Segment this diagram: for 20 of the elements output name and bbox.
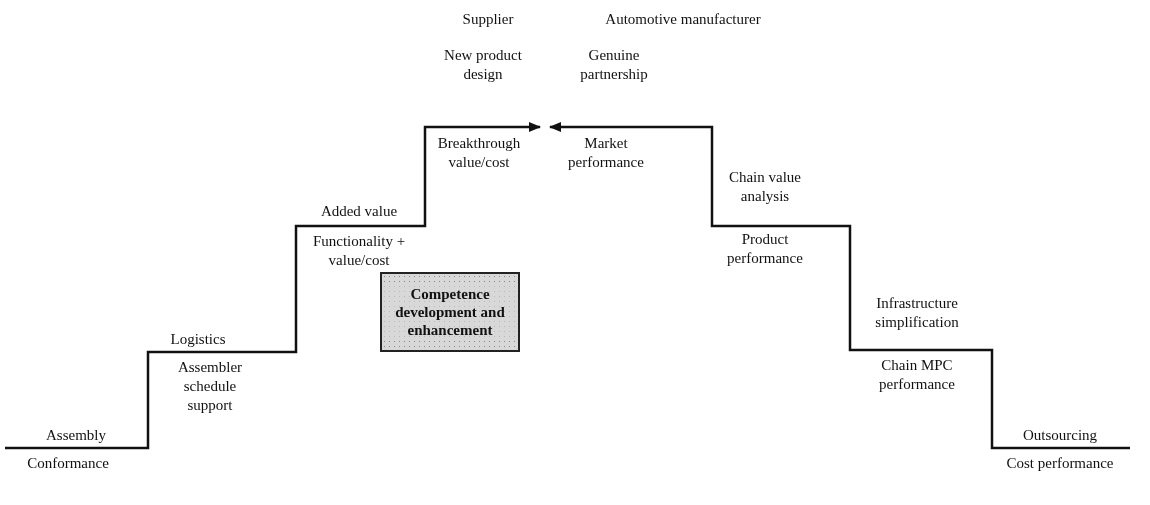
- column-heading: Supplier: [461, 10, 515, 29]
- stippled-box: [380, 272, 520, 352]
- step-label: Breakthrough value/cost: [436, 134, 522, 172]
- step-label: Assembly: [45, 426, 107, 445]
- step-label: Infrastructure simplification: [874, 294, 960, 332]
- step-label: Chain value analysis: [727, 168, 803, 206]
- column-heading: Automotive manufacturer: [604, 10, 762, 29]
- box-text: Competence development and enhancement: [382, 285, 518, 339]
- step-label: Added value: [319, 202, 399, 221]
- step-label: Functionality + value/cost: [311, 232, 407, 270]
- step-label: Chain MPC performance: [878, 356, 956, 394]
- step-label: Logistics: [169, 330, 227, 349]
- step-label: Outsourcing: [1021, 426, 1099, 445]
- step-label: Assembler schedule support: [176, 358, 244, 415]
- step-label: Cost performance: [1005, 454, 1115, 473]
- step-label: Market performance: [567, 134, 645, 172]
- step-label: Genuine partnership: [579, 46, 649, 84]
- step-label: New product design: [443, 46, 523, 84]
- step-label: Product performance: [726, 230, 804, 268]
- step-label: Conformance: [26, 454, 110, 473]
